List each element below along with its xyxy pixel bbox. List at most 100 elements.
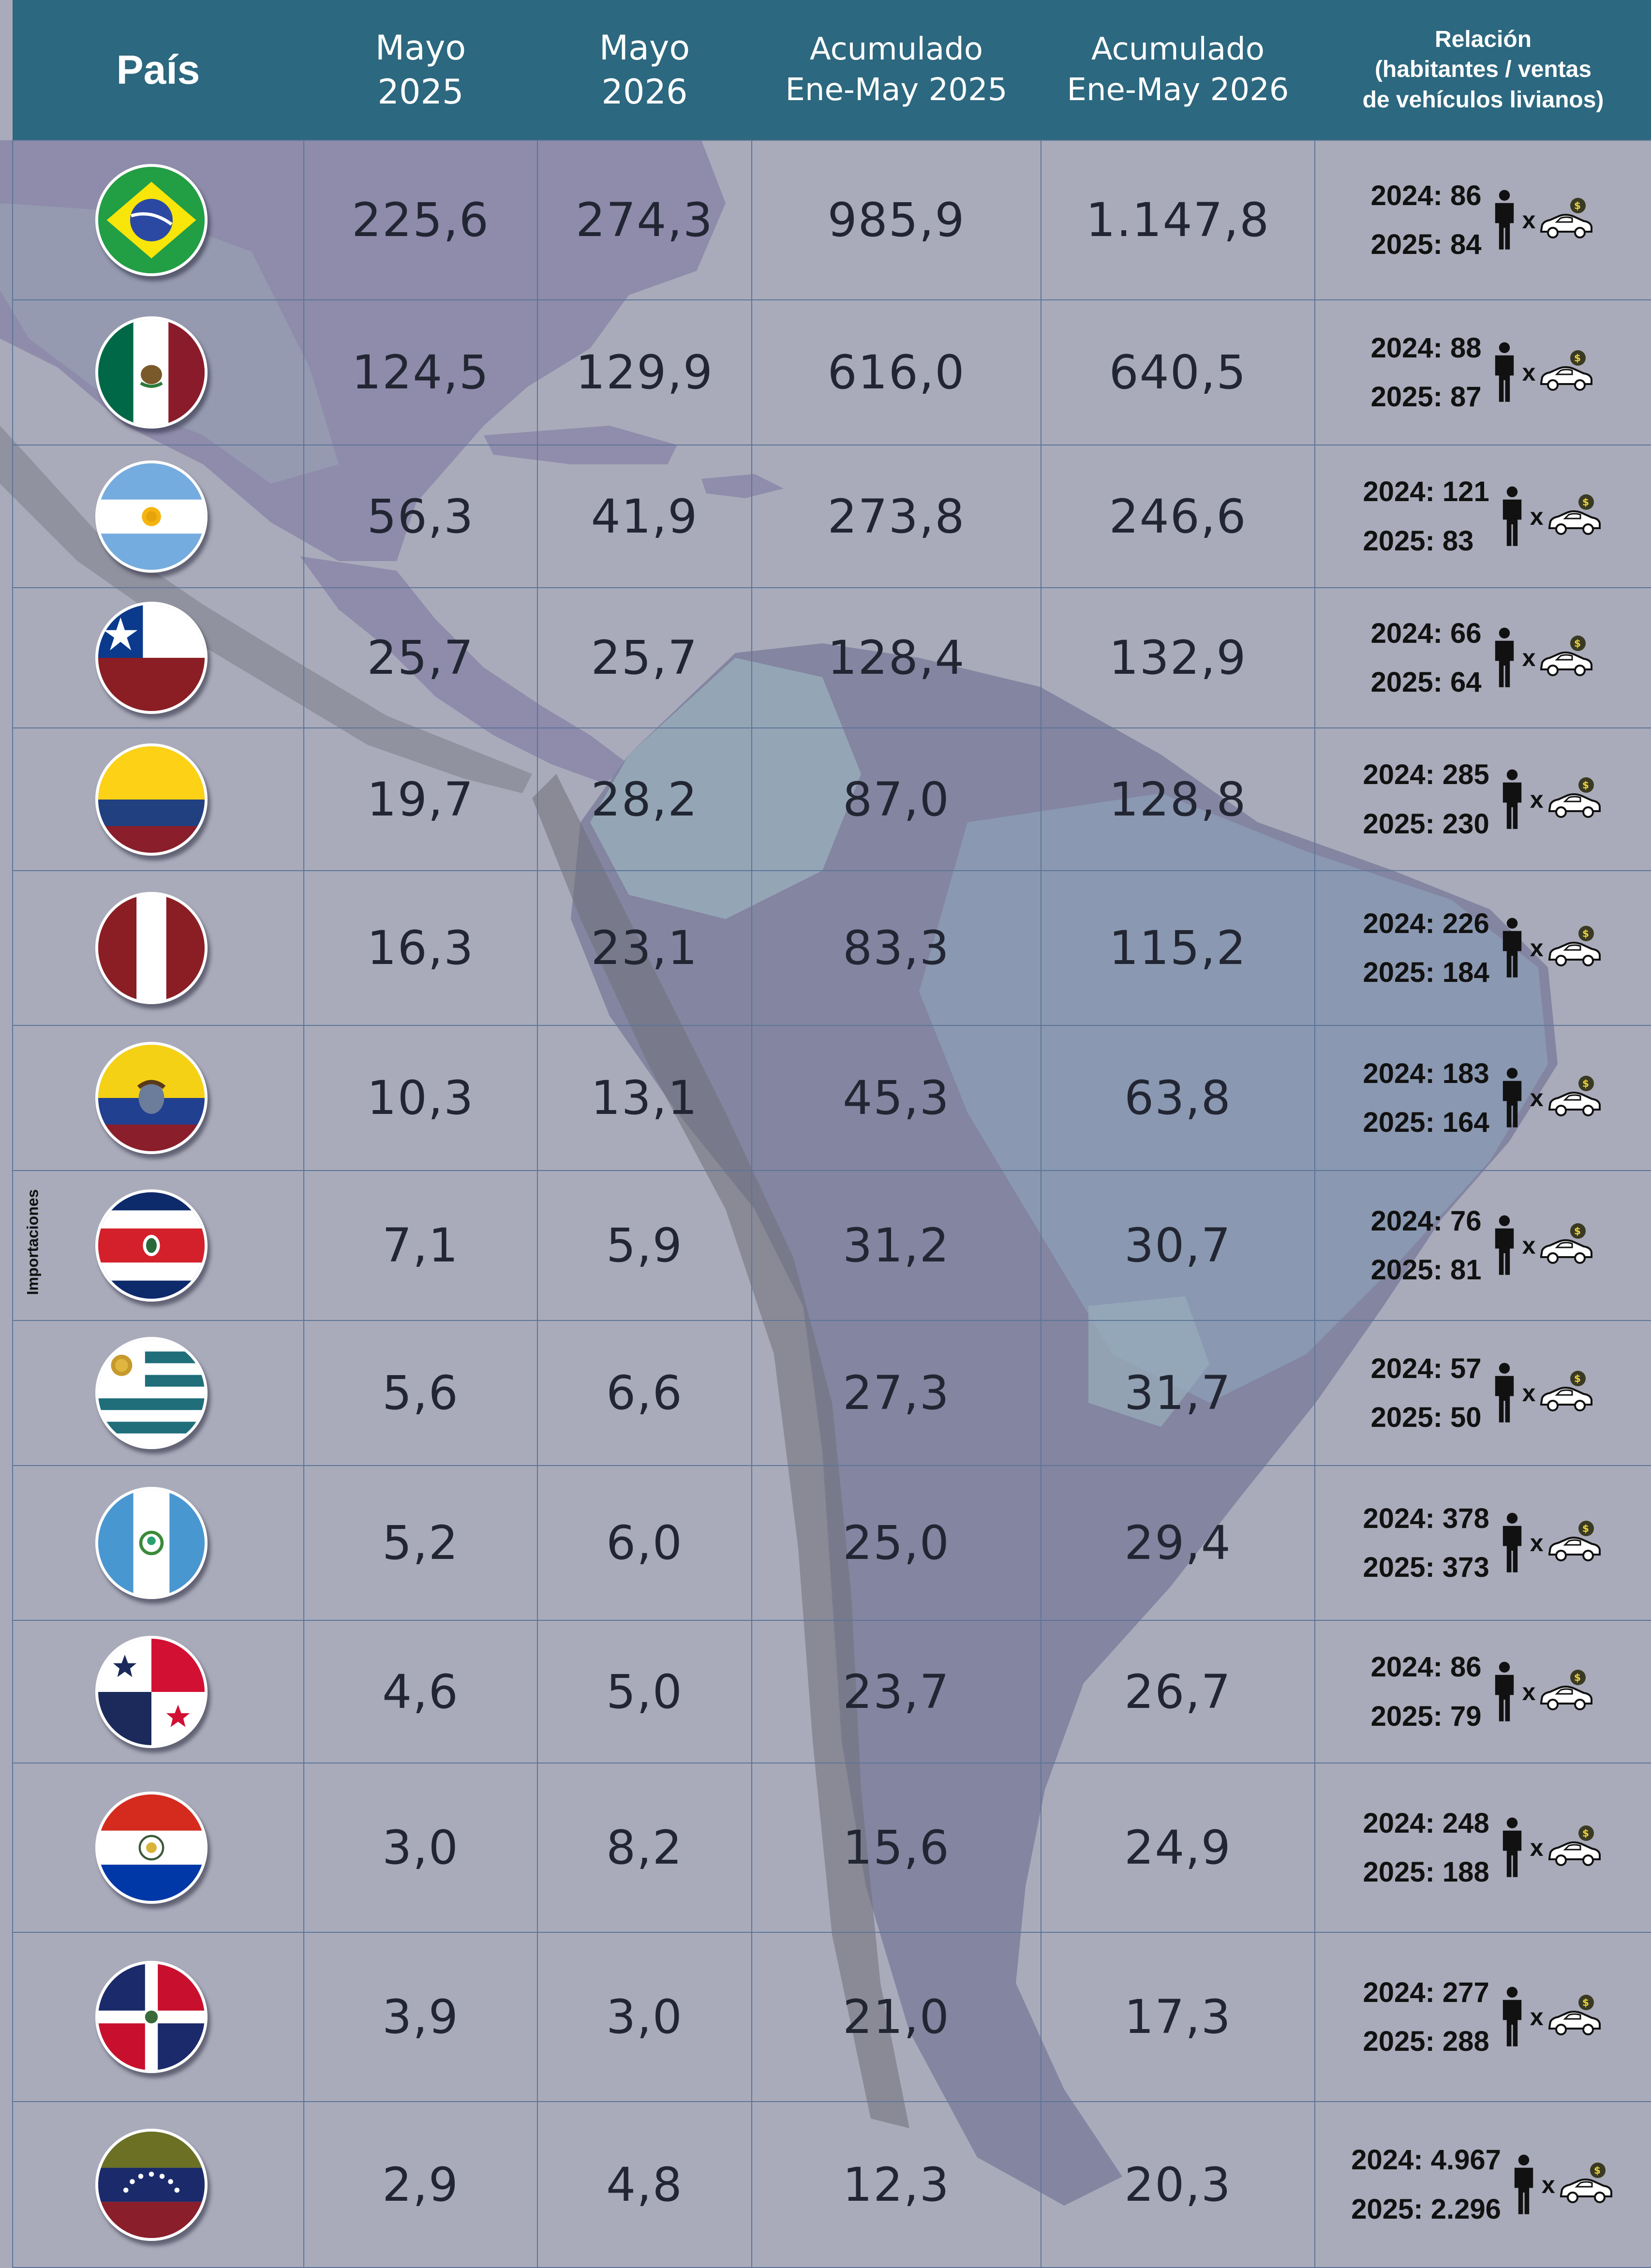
cell-acc-2026: 132,9 — [1041, 587, 1315, 728]
country-flag-cell — [12, 1465, 304, 1621]
cell-acc-2026: 26,7 — [1041, 1620, 1315, 1764]
relation-2025: 2025: 2.296 — [1351, 2193, 1501, 2225]
relation-2025: 2025: 87 — [1370, 381, 1482, 413]
cell-may-2026: 13,1 — [537, 1025, 752, 1171]
header-relation-line1: Relación — [1434, 26, 1532, 52]
cell-may-2026: 129,9 — [537, 299, 752, 445]
cell-acc-2026: 128,8 — [1041, 727, 1315, 871]
relation-icons: x$ — [1508, 2154, 1615, 2216]
header-may-2025-line2: 2025 — [377, 72, 464, 112]
multiply-separator: x — [1522, 359, 1536, 386]
cell-may-2025: 5,2 — [303, 1465, 538, 1621]
multiply-separator: x — [1530, 934, 1544, 962]
cell-acc-2025: 15,6 — [751, 1763, 1041, 1933]
country-flag-cell — [12, 727, 304, 871]
relation-icons: x$ — [1488, 1215, 1596, 1276]
relation-years: 2024: 76 2025: 81 — [1371, 1197, 1482, 1295]
relation-icons: x$ — [1496, 1067, 1604, 1129]
person-icon — [1496, 1817, 1528, 1879]
country-flag-cell — [12, 299, 304, 445]
multiply-separator: x — [1522, 1678, 1536, 1705]
panama-flag — [95, 1635, 208, 1748]
svg-text:$: $ — [1574, 1373, 1582, 1384]
cell-may-2026: 5,9 — [537, 1170, 752, 1321]
guatemala-flag — [95, 1487, 208, 1599]
cell-may-2026: 23,1 — [537, 870, 752, 1026]
relation-icons: x$ — [1488, 189, 1596, 251]
relation-2024: 2024: 285 — [1363, 759, 1489, 790]
relation-2024: 2024: 76 — [1370, 1205, 1482, 1237]
cell-may-2025: 2,9 — [303, 2101, 538, 2268]
svg-text:$: $ — [1574, 637, 1582, 649]
cell-may-2025: 4,6 — [303, 1620, 538, 1764]
cell-acc-2025: 985,9 — [751, 140, 1041, 300]
relation-2025: 2025: 81 — [1370, 1254, 1482, 1286]
cell-may-2025: 7,1 — [303, 1170, 538, 1321]
cell-acc-2025: 87,0 — [751, 727, 1041, 871]
relation-2024: 2024: 183 — [1363, 1057, 1489, 1089]
person-icon — [1488, 1362, 1520, 1424]
svg-text:$: $ — [1582, 496, 1590, 508]
car-sale-icon: $ — [1546, 775, 1604, 824]
relation-2024: 2024: 226 — [1363, 907, 1489, 939]
svg-text:$: $ — [1582, 1827, 1590, 1839]
peru-flag — [95, 892, 208, 1004]
header-row: País Mayo 2025 Mayo 2026 Acumulado Ene-M… — [13, 0, 1651, 140]
person-icon — [1496, 486, 1528, 548]
person-icon — [1508, 2154, 1540, 2216]
relation-icons: x$ — [1496, 769, 1604, 830]
cell-may-2026: 3,0 — [537, 1932, 752, 2102]
cell-acc-2025: 616,0 — [751, 299, 1041, 445]
svg-text:$: $ — [1574, 1225, 1582, 1237]
multiply-separator: x — [1530, 503, 1544, 530]
svg-text:$: $ — [1582, 928, 1590, 939]
relation-2025: 2025: 64 — [1370, 667, 1482, 698]
header-country: País — [13, 0, 304, 140]
car-sale-icon: $ — [1546, 1993, 1604, 2041]
person-icon — [1488, 1215, 1520, 1276]
multiply-separator: x — [1522, 1232, 1536, 1259]
person-icon — [1488, 627, 1520, 689]
header-may-2026-line2: 2026 — [601, 72, 688, 112]
cell-acc-2026: 30,7 — [1041, 1170, 1315, 1321]
country-flag-cell — [12, 587, 304, 728]
cell-may-2026: 25,7 — [537, 587, 752, 728]
cell-acc-2026: 31,7 — [1041, 1320, 1315, 1466]
relation-icons: x$ — [1496, 1512, 1604, 1574]
person-icon — [1488, 189, 1520, 251]
relation-2024: 2024: 248 — [1363, 1807, 1489, 1839]
relation-icons: x$ — [1496, 1817, 1604, 1879]
car-sale-icon: $ — [1537, 1369, 1595, 1417]
cell-acc-2026: 63,8 — [1041, 1025, 1315, 1171]
country-flag-cell — [12, 2101, 304, 2268]
multiply-separator: x — [1530, 1529, 1544, 1556]
cell-acc-2026: 17,3 — [1041, 1932, 1315, 2102]
header-may-2026-line1: Mayo — [599, 28, 690, 68]
multiply-separator: x — [1541, 2171, 1555, 2198]
cell-may-2025: 10,3 — [303, 1025, 538, 1171]
cell-acc-2025: 25,0 — [751, 1465, 1041, 1621]
relation-2024: 2024: 88 — [1370, 332, 1482, 364]
paraguay-flag — [95, 1792, 208, 1904]
